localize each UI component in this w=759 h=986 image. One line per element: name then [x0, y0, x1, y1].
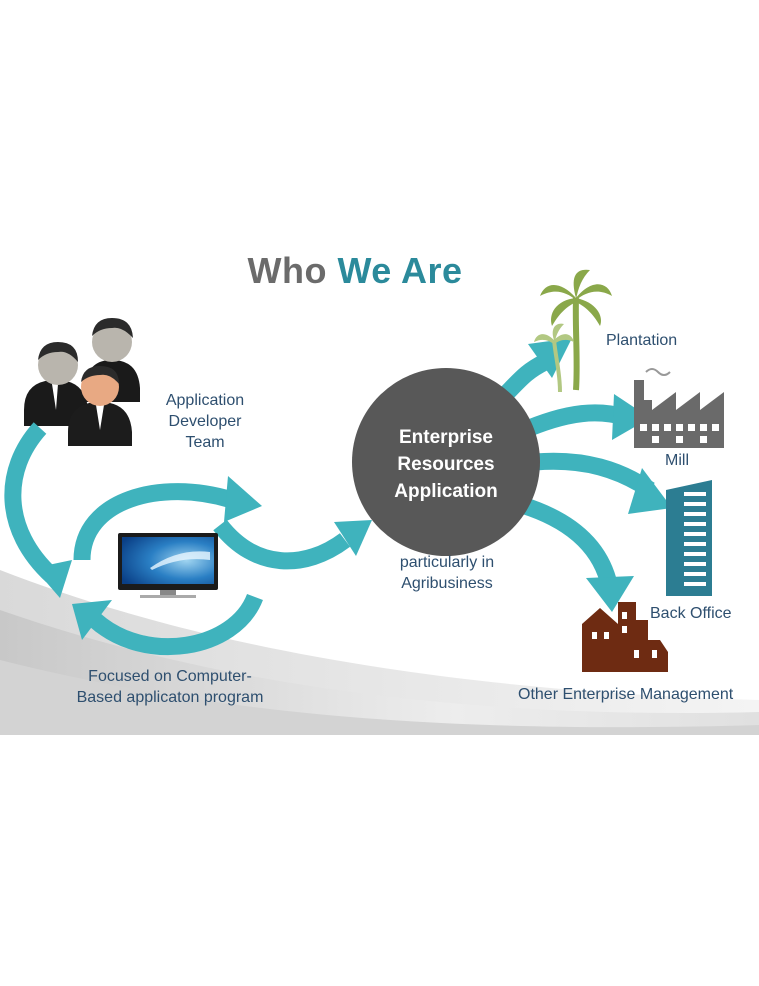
- hub-label-line1: Enterprise: [399, 427, 493, 448]
- monitor-icon: [118, 533, 218, 598]
- arrow-loop-to-hub: [213, 519, 351, 570]
- focused-label-line2: Based applicaton program: [76, 689, 264, 706]
- focused-label: Focused on Computer- Based applicaton pr…: [60, 666, 280, 708]
- houses-icon: [582, 602, 668, 672]
- mill-label: Mill: [665, 452, 689, 469]
- people-icon: [24, 318, 140, 446]
- developer-label-line2: Developer: [168, 413, 242, 430]
- hub-label: Enterprise Resources Application: [354, 424, 538, 505]
- developer-label-line1: Application: [165, 392, 245, 409]
- arrow-hub-to-other: [519, 496, 617, 583]
- title-part-1: Who: [247, 250, 327, 291]
- office-building-icon: [666, 480, 712, 596]
- hub-label-line3: Application: [394, 481, 498, 502]
- arrow-hub-to-backoffice: [534, 452, 655, 498]
- other-enterprise-label: Other Enterprise Management: [518, 686, 734, 703]
- hub-circle: [352, 368, 540, 556]
- palm-tree-icon: [534, 269, 612, 393]
- developer-label-line3: Team: [185, 434, 225, 451]
- hub-label-line2: Resources: [397, 454, 495, 475]
- arrow-people-to-loop: [4, 422, 58, 583]
- arrow-loop-top: [73, 483, 235, 561]
- page-title: Who We Are: [0, 250, 710, 292]
- agribusiness-label: particularly in Agribusiness: [392, 552, 502, 594]
- developer-team-label: Application Developer Team: [150, 390, 260, 453]
- arrow-heads: [34, 338, 672, 640]
- title-part-2: We Are: [337, 250, 463, 291]
- background-swoosh: [0, 570, 759, 735]
- back-office-label: Back Office: [650, 605, 732, 622]
- agribusiness-label-line2: Agribusiness: [401, 575, 493, 592]
- plantation-label: Plantation: [606, 332, 678, 349]
- factory-icon: [634, 368, 724, 448]
- arrow-loop-bottom: [89, 593, 263, 656]
- focused-label-line1: Focused on Computer-: [88, 668, 252, 685]
- agribusiness-label-line1: particularly in: [399, 554, 495, 571]
